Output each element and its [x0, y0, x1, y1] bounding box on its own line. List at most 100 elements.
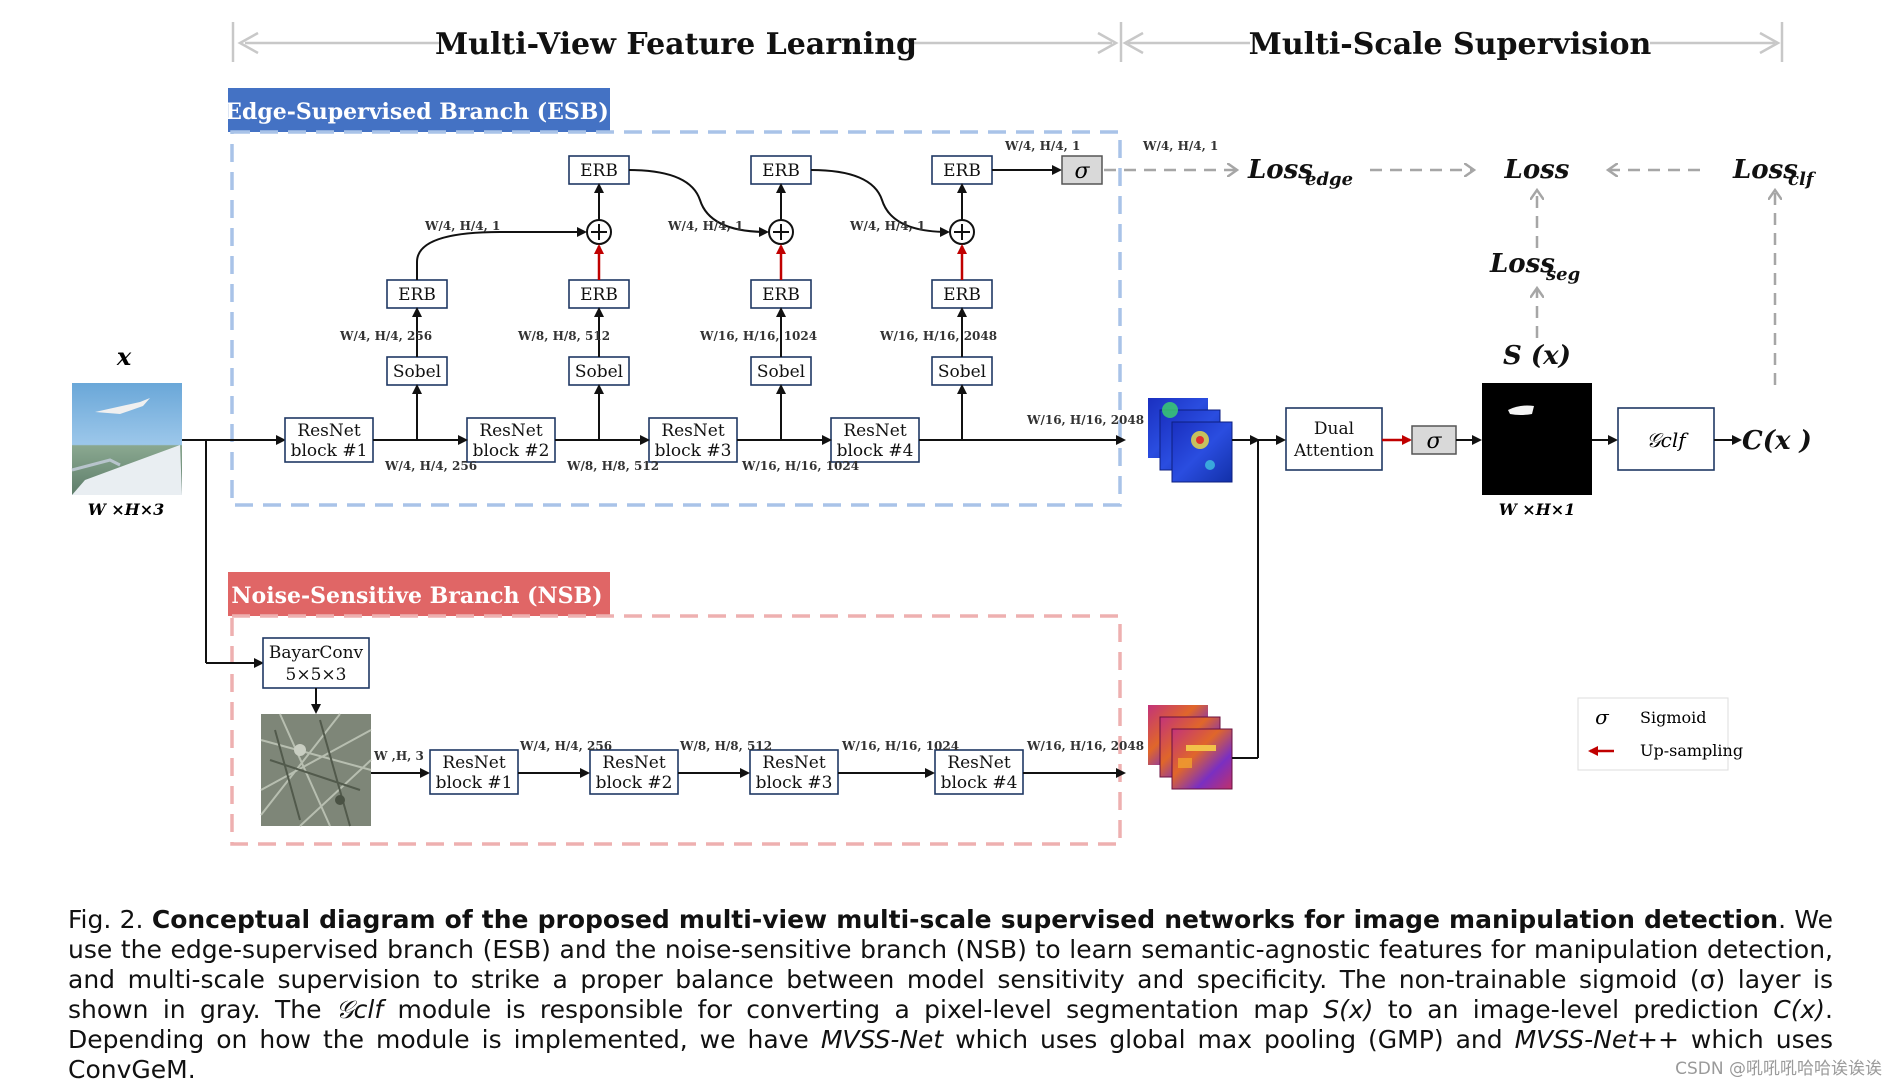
- dim-erb-3: W/4, H/4, 1: [849, 219, 925, 233]
- nsb-resnet-block-1: ResNet block #1: [429, 749, 519, 795]
- svg-text:Loss: Loss: [1732, 155, 1798, 185]
- svg-text:ERB: ERB: [580, 161, 618, 181]
- header-multi-view: Multi-View Feature Learning: [435, 27, 917, 62]
- esb-resnet-block-2: ResNet block #2: [466, 417, 556, 463]
- sobel-4: Sobel: [931, 356, 993, 386]
- svg-text:edge: edge: [1305, 169, 1353, 190]
- svg-text:block #1: block #1: [291, 441, 368, 461]
- svg-text:Attention: Attention: [1293, 441, 1374, 461]
- erb-top-2: ERB: [750, 155, 812, 185]
- input-label: x: [116, 342, 132, 371]
- noise-image: [260, 713, 372, 827]
- watermark: CSDN @吼吼吼哈哈诶诶诶: [1675, 1059, 1882, 1079]
- header-arrows: [231, 22, 1784, 62]
- nsb-resnet-block-2: ResNet block #2: [589, 749, 679, 795]
- erb-low-2: ERB: [568, 279, 630, 309]
- dim-esb-2: W/8, H/8, 512: [566, 459, 659, 473]
- loss-edge: Loss edge: [1247, 155, 1353, 190]
- dual-attention: Dual Attention: [1285, 407, 1383, 471]
- loss-seg: Loss seg: [1489, 249, 1580, 285]
- esb-resnet-block-4: ResNet block #4: [830, 417, 920, 463]
- svg-text:ResNet: ResNet: [602, 753, 666, 773]
- s-label: S (x): [1503, 341, 1571, 371]
- svg-text:Sobel: Sobel: [393, 362, 441, 382]
- erb-top-3: ERB: [931, 155, 993, 185]
- sobel-3: Sobel: [750, 356, 812, 386]
- svg-text:block #3: block #3: [655, 441, 732, 461]
- svg-text:block #1: block #1: [436, 773, 513, 793]
- svg-text:seg: seg: [1545, 264, 1580, 285]
- svg-text:σ: σ: [1426, 429, 1442, 454]
- input-image: [71, 383, 182, 495]
- segmentation-map: [1482, 383, 1592, 495]
- sum-node-1: [586, 219, 612, 245]
- nsb-resnet-block-3: ResNet block #3: [749, 749, 839, 795]
- legend-sigma-label: Sigmoid: [1640, 708, 1706, 727]
- legend: σ Sigmoid Up-sampling: [1577, 697, 1743, 771]
- dim-erb-out: W/4, H/4, 1: [1004, 139, 1080, 153]
- legend-sigma-symbol: σ: [1595, 705, 1610, 729]
- svg-text:ERB: ERB: [398, 285, 436, 305]
- esb-resnet-block-3: ResNet block #3: [648, 417, 738, 463]
- sobel-2: Sobel: [568, 356, 630, 386]
- input-dims: W ×H×3: [88, 500, 165, 519]
- nsb-title: Noise-Sensitive Branch (NSB): [231, 583, 602, 609]
- svg-text:Dual: Dual: [1314, 419, 1354, 439]
- dim-sobel-4: W/16, H/16, 2048: [879, 329, 997, 343]
- nsb-region: [230, 614, 1122, 846]
- loss-total: Loss: [1504, 155, 1570, 185]
- svg-text:ResNet: ResNet: [442, 753, 506, 773]
- c-label: C(x ): [1742, 426, 1812, 456]
- dim-sigma-out: W/4, H/4, 1: [1142, 139, 1218, 153]
- erb-low-1: ERB: [386, 279, 448, 309]
- diagram-canvas: Multi-View Feature Learning Multi-Scale …: [71, 22, 1817, 846]
- svg-text:block #2: block #2: [596, 773, 673, 793]
- bayar-conv: BayarConv 5×5×3: [262, 637, 370, 689]
- sobel-1: Sobel: [386, 356, 448, 386]
- svg-text:𝒢clf: 𝒢clf: [1646, 428, 1689, 452]
- nsb-resnet-block-4: ResNet block #4: [934, 749, 1024, 795]
- svg-text:block #4: block #4: [941, 773, 1018, 793]
- svg-text:Loss: Loss: [1247, 155, 1313, 185]
- svg-text:ERB: ERB: [580, 285, 618, 305]
- esb-resnet-block-1: ResNet block #1: [284, 417, 374, 463]
- legend-upsample-label: Up-sampling: [1640, 741, 1743, 760]
- esb-region: [230, 130, 1122, 507]
- header-multi-scale: Multi-Scale Supervision: [1249, 27, 1652, 62]
- svg-text:block #4: block #4: [837, 441, 914, 461]
- svg-text:ResNet: ResNet: [479, 421, 543, 441]
- svg-text:ERB: ERB: [943, 285, 981, 305]
- svg-text:block #2: block #2: [473, 441, 550, 461]
- nsb-title-bar: [228, 572, 610, 616]
- erb-low-3: ERB: [750, 279, 812, 309]
- svg-text:ResNet: ResNet: [947, 753, 1011, 773]
- output-sigma: σ: [1411, 425, 1457, 455]
- dim-esb-3: W/16, H/16, 1024: [741, 459, 859, 473]
- svg-text:ResNet: ResNet: [843, 421, 907, 441]
- dim-esb-1: W/4, H/4, 256: [384, 459, 477, 473]
- sum-node-3: [949, 219, 975, 245]
- svg-text:Sobel: Sobel: [575, 362, 623, 382]
- erb-top-1: ERB: [568, 155, 630, 185]
- svg-text:5×5×3: 5×5×3: [286, 665, 347, 685]
- svg-text:block #3: block #3: [756, 773, 833, 793]
- sum-node-2: [768, 219, 794, 245]
- svg-text:clf: clf: [1788, 169, 1817, 190]
- svg-text:σ: σ: [1074, 159, 1090, 184]
- dim-sobel-2: W/8, H/8, 512: [517, 329, 610, 343]
- dim-erb-2: W/4, H/4, 1: [667, 219, 743, 233]
- svg-text:Sobel: Sobel: [757, 362, 805, 382]
- loss-clf: Loss clf: [1732, 155, 1817, 190]
- svg-text:ERB: ERB: [762, 161, 800, 181]
- svg-text:ResNet: ResNet: [297, 421, 361, 441]
- esb-title: Edge-Supervised Branch (ESB): [225, 99, 609, 125]
- dim-esb-4: W/16, H/16, 2048: [1026, 413, 1144, 427]
- svg-text:Sobel: Sobel: [938, 362, 986, 382]
- dim-nsb-1: W/4, H/4, 256: [519, 739, 612, 753]
- esb-feature-maps: [1148, 398, 1233, 483]
- svg-text:ResNet: ResNet: [762, 753, 826, 773]
- figure-caption: Fig. 2. Conceptual diagram of the propos…: [68, 905, 1834, 1084]
- svg-text:ERB: ERB: [762, 285, 800, 305]
- svg-text:ResNet: ResNet: [661, 421, 725, 441]
